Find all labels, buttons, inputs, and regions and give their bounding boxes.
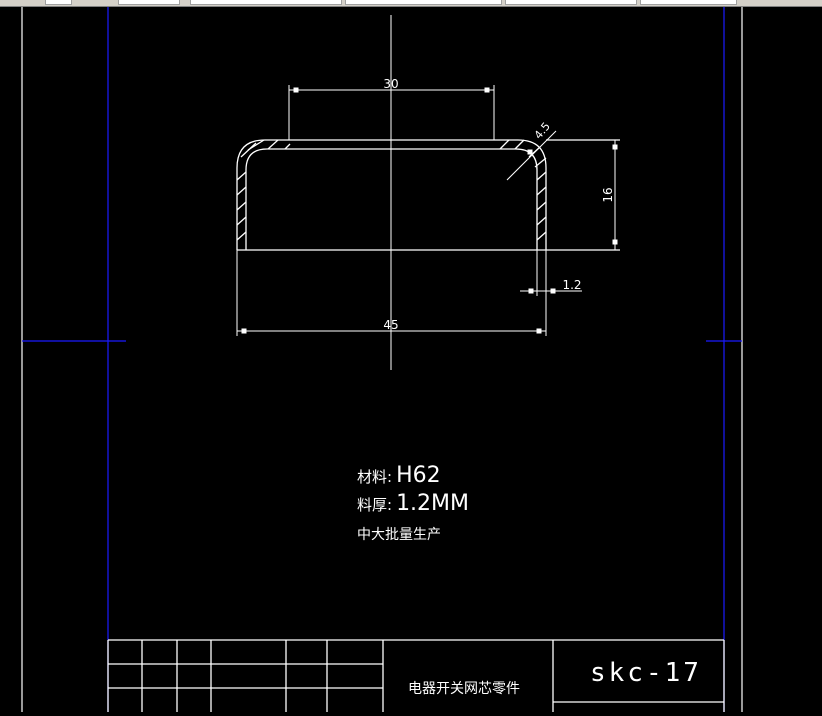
dim-label-1-2: 1.2 — [562, 278, 581, 292]
material-label: 材料: — [357, 468, 393, 486]
thickness-label: 料厚: — [357, 496, 393, 514]
part-profile — [236, 139, 620, 251]
dimension-fillet — [506, 130, 557, 181]
toolbar-dropdown[interactable] — [118, 0, 180, 5]
toolbar-dropdown[interactable] — [345, 0, 502, 5]
part-name: 电器开关网芯零件 — [408, 681, 520, 697]
material-note: 材料:H62 — [357, 463, 441, 488]
toolbar-dropdown[interactable] — [640, 0, 737, 5]
production-note: 中大批量生产 — [357, 527, 441, 543]
drawing-number: skc-17 — [590, 658, 702, 688]
material-value: H62 — [396, 463, 441, 488]
dim-label-30: 30 — [383, 77, 398, 91]
title-block — [107, 639, 725, 712]
dim-label-45: 45 — [383, 318, 398, 332]
dimension-top-width — [288, 85, 495, 140]
dim-label-16: 16 — [601, 187, 615, 202]
drawing-canvas[interactable]: 30 4.5 16 1.2 4 — [0, 7, 822, 712]
toolbar-dropdown[interactable] — [190, 0, 342, 5]
toolbar — [0, 0, 822, 7]
toolbar-dropdown[interactable] — [505, 0, 637, 5]
dimension-thickness — [520, 250, 582, 335]
dim-label-4-5: 4.5 — [532, 120, 553, 142]
outer-frame — [21, 7, 743, 712]
dimension-bottom-width — [236, 250, 547, 336]
thickness-note: 料厚:1.2MM — [357, 491, 469, 516]
thickness-value: 1.2MM — [396, 491, 470, 516]
inner-frame — [22, 7, 742, 712]
dimension-height — [612, 140, 618, 250]
toolbar-control[interactable] — [45, 0, 72, 5]
